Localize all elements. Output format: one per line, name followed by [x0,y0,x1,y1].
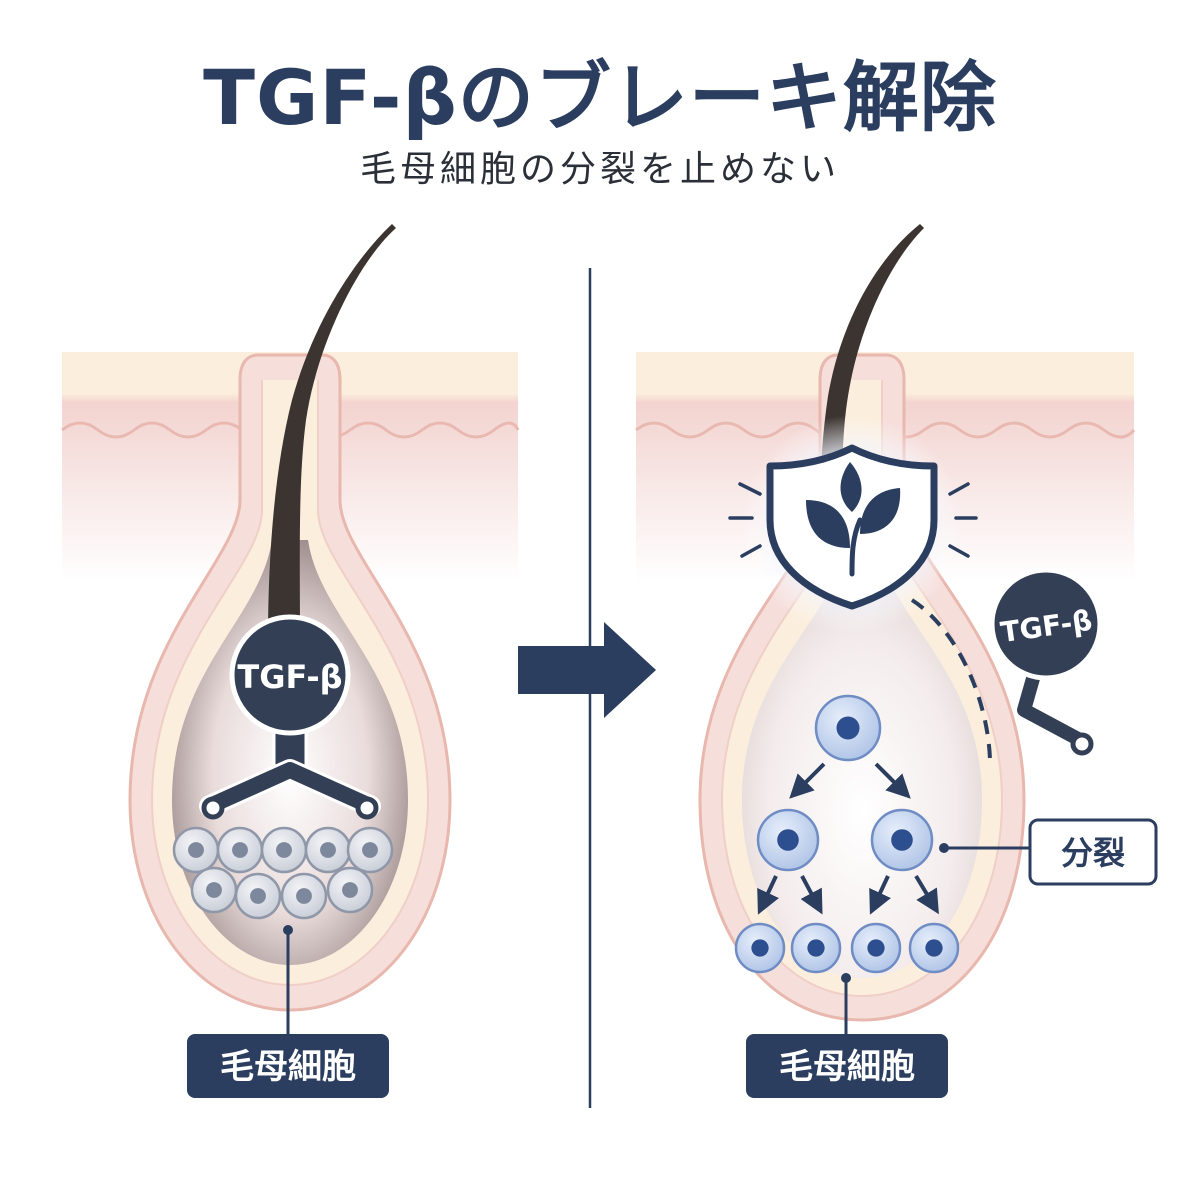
tgf-beta-molecule-left: TGF-β [199,614,381,820]
hair-shaft-left [268,224,396,640]
cell-pointer-dot-left [283,925,293,935]
cell [346,826,394,874]
cell [756,808,820,872]
shield-leaf-icon [766,444,938,610]
tgf-beta-label-left: TGF-β [237,658,342,696]
cell [172,826,220,874]
cell [790,922,842,974]
cell [850,922,902,974]
division-pointer-dot [939,843,949,853]
page-subtitle: 毛母細胞の分裂を止めない [359,149,840,190]
tgf-beta-molecule-right: TGF-β [989,567,1103,756]
cell [190,866,238,914]
cell [908,922,960,974]
page-title: TGF-βのブレーキ解除 [203,53,997,142]
division-label: 分裂 [1061,834,1125,872]
division-label-box [1028,818,1158,886]
cell [870,808,934,872]
right-panel: TGF-β 分裂 毛母細胞 [635,224,1158,1098]
cell-pointer-dot-right [841,973,851,983]
cell-label-box-right [746,1034,948,1098]
right-arrow-icon [518,622,656,718]
clustered-cells-left [172,826,394,920]
cell [304,826,352,874]
cell [280,872,328,920]
cell [216,826,264,874]
dividing-cells-right [734,694,960,974]
cell-label-right: 毛母細胞 [779,1047,915,1087]
cell [814,694,882,762]
shield-burst-lines [728,482,978,558]
cell [260,826,308,874]
division-arrows [757,762,939,915]
left-panel: TGF-β 毛母細胞 [61,224,520,1098]
cell [734,922,786,974]
cell [326,866,374,914]
cell-label-left: 毛母細胞 [220,1047,356,1087]
cell-label-box-left [187,1034,389,1098]
follicle-bulb-right [742,540,982,978]
cell [234,872,282,920]
